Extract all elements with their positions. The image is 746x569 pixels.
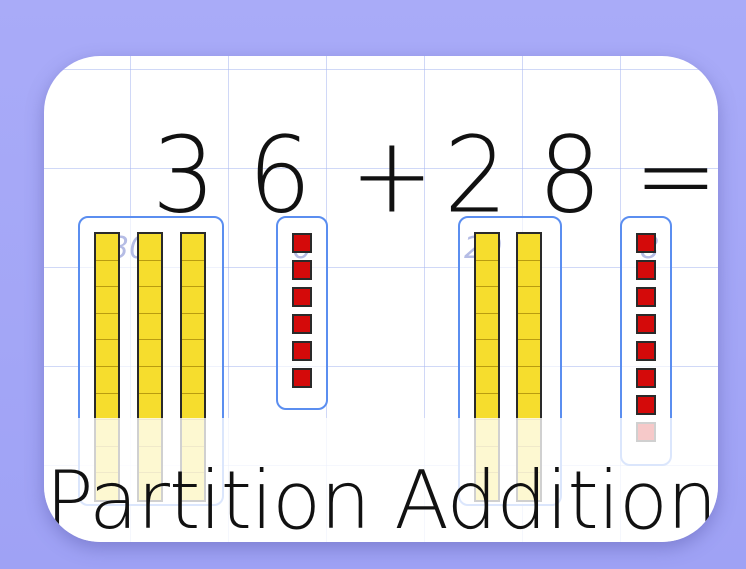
ones-cube[interactable] [636,233,656,253]
ones-cube[interactable] [292,287,312,307]
equation-digit-tens-1: 3 [152,124,216,229]
ones-cube[interactable] [636,395,656,415]
ones-cube[interactable] [292,341,312,361]
lesson-card[interactable]: 3 6 + 2 8 = 30 6 20 8 [44,56,718,542]
ones-cube[interactable] [292,260,312,280]
ones-cube[interactable] [636,314,656,334]
equation-equals-sign: = [634,124,718,229]
equation-digit-ones-2: 8 [538,124,602,229]
ones-cube[interactable] [636,368,656,388]
ones-cube[interactable] [636,260,656,280]
equation-digit-ones-1: 6 [248,124,312,229]
ones-cube[interactable] [292,314,312,334]
ones-cube[interactable] [636,341,656,361]
ones-cube[interactable] [636,287,656,307]
page-title: Partition Addition [44,456,718,542]
equation-plus-sign: + [350,124,434,229]
ones-cube[interactable] [292,233,312,253]
ones-cube[interactable] [292,368,312,388]
equation-digit-tens-2: 2 [444,124,508,229]
